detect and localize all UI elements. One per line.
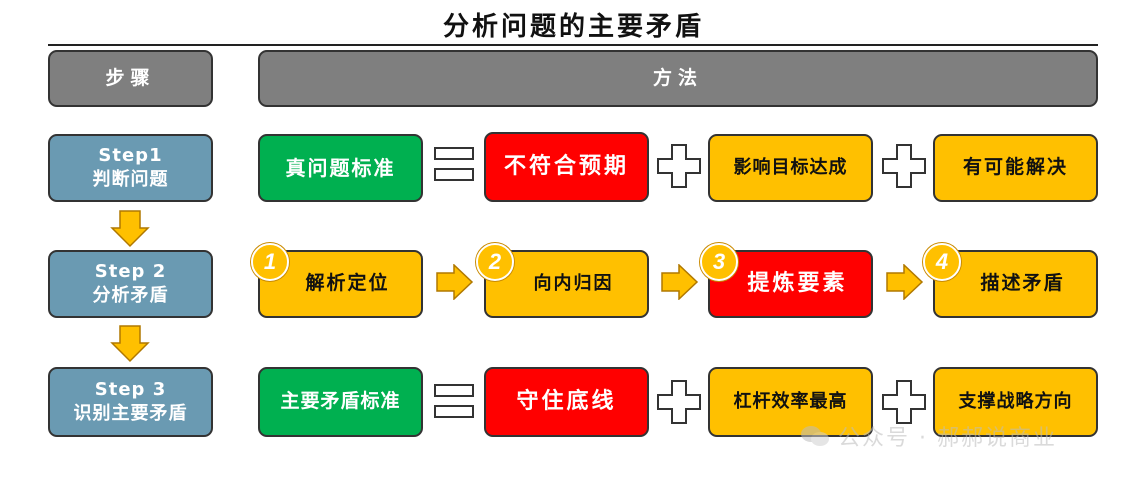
number-badge-2: 2 (476, 243, 514, 281)
watermark-text: 公众号 · 郝郝说商业 (838, 426, 1057, 451)
right-arrow-icon (886, 264, 924, 300)
plus-icon (882, 380, 926, 424)
row3-item-1: 守住底线 (484, 367, 649, 437)
diagram-title: 分析问题的主要矛盾 (442, 12, 704, 42)
watermark: 公众号 · 郝郝说商业 (800, 420, 1057, 452)
row3-item-3: 支撑战略方向 (933, 367, 1098, 437)
step-3-box: Step 3 识别主要矛盾 (48, 367, 213, 437)
number-badge-3: 3 (700, 243, 738, 281)
down-arrow-icon (110, 325, 150, 363)
step-3-title: Step 3 (94, 378, 167, 400)
row2-item-1: 解析定位 (258, 250, 423, 318)
step-1-label: 判断问题 (92, 169, 169, 190)
step-2-label: 分析矛盾 (92, 285, 169, 306)
number-badge-4: 4 (923, 243, 961, 281)
number-badge-1: 1 (251, 243, 289, 281)
row1-item-2: 影响目标达成 (708, 134, 873, 202)
step-1-box: Step1 判断问题 (48, 134, 213, 202)
step-3-label: 识别主要矛盾 (73, 403, 188, 424)
equals-icon (434, 147, 474, 181)
plus-icon (657, 144, 701, 188)
plus-icon (657, 380, 701, 424)
plus-icon (882, 144, 926, 188)
row3-item-2: 杠杆效率最高 (708, 367, 873, 437)
right-arrow-icon (436, 264, 474, 300)
row3-definition-box: 主要矛盾标准 (258, 367, 423, 437)
header-method: 方法 (258, 50, 1098, 107)
header-steps: 步骤 (48, 50, 213, 107)
row1-definition-box: 真问题标准 (258, 134, 423, 202)
right-arrow-icon (661, 264, 699, 300)
step-2-box: Step 2 分析矛盾 (48, 250, 213, 318)
step-1-title: Step1 (98, 144, 163, 166)
title-rule (48, 44, 1098, 46)
row1-item-3: 有可能解决 (933, 134, 1098, 202)
down-arrow-icon (110, 210, 150, 248)
row1-item-1: 不符合预期 (484, 132, 649, 202)
wechat-icon (801, 426, 829, 446)
step-2-title: Step 2 (94, 260, 167, 282)
equals-icon (434, 384, 474, 418)
